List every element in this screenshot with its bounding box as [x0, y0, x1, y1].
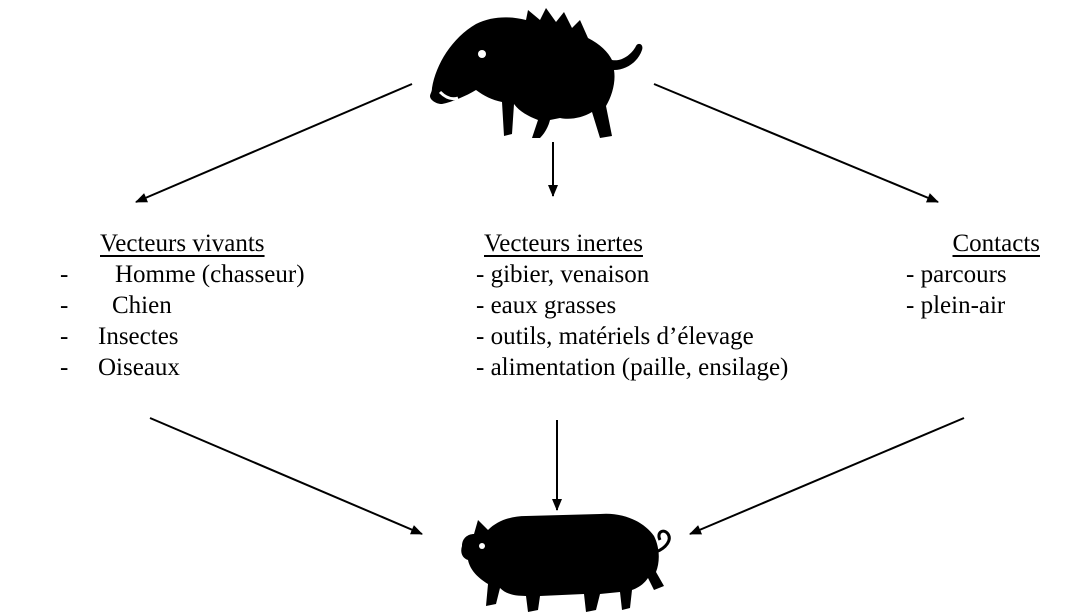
inert-vectors-heading: Vecteurs inertes [484, 230, 643, 257]
living-vectors-heading: Vecteurs vivants [100, 230, 265, 257]
arrow-contacts-to-pig [689, 417, 965, 535]
arrow-boar-to-contacts [653, 83, 939, 203]
list-item: - Homme (chasseur) [60, 261, 305, 288]
list-item: - Insectes [60, 323, 179, 350]
list-item: - eaux grasses [476, 292, 617, 319]
contacts-heading: Contacts [952, 230, 1041, 257]
list-item: - Oiseaux [60, 354, 180, 381]
domestic-pig-icon [461, 513, 671, 612]
list-item: - Chien [60, 292, 172, 319]
inert-vectors-column: Vecteurs inertes - gibier, venaison - ea… [476, 228, 914, 383]
wild-boar-icon [430, 8, 643, 138]
arrow-living-to-pig [149, 417, 423, 535]
arrow-boar-to-living [135, 83, 413, 203]
living-vectors-column: Vecteurs vivants - Homme (chasseur) - Ch… [60, 228, 390, 383]
contacts-column: Contacts - parcours - plein-air [892, 228, 1072, 321]
list-item: - alimentation (paille, ensilage) [476, 354, 789, 381]
list-item: - outils, matériels d’élevage [476, 323, 754, 350]
list-item: - parcours [906, 261, 1007, 288]
list-item: - plein-air [906, 292, 1006, 319]
list-item: - gibier, venaison [476, 261, 650, 288]
